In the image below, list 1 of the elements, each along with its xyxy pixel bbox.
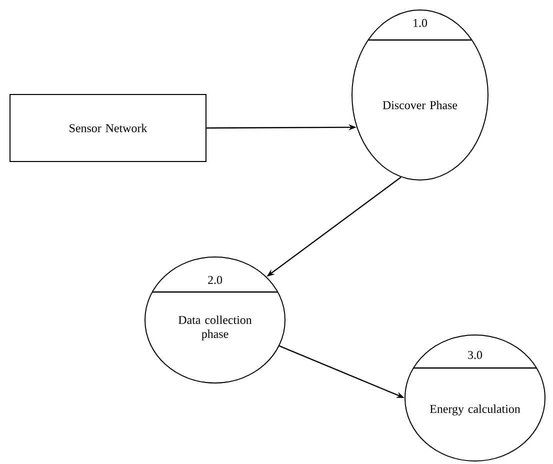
process-box: Sensor Network: [10, 94, 206, 162]
